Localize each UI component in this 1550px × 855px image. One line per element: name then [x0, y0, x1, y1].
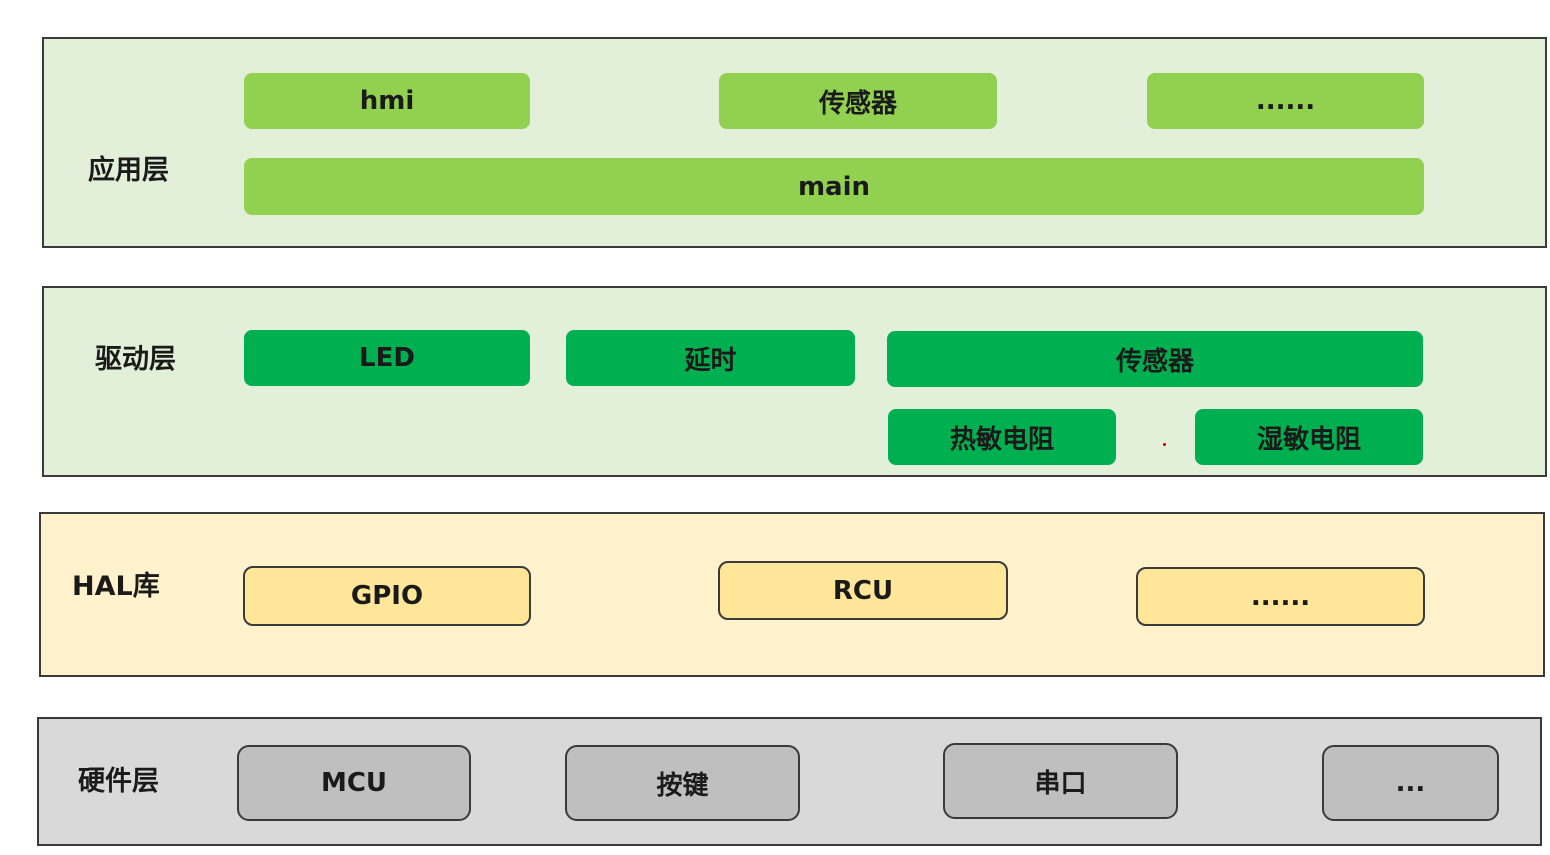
hal-box-gpio: GPIO: [243, 566, 531, 626]
driver-box-humidity-resistor: 湿敏电阻: [1195, 409, 1423, 465]
driver-box-thermistor: 热敏电阻: [888, 409, 1116, 465]
hal-box-rcu: RCU: [718, 561, 1008, 620]
driver-box-sensor: 传感器: [887, 331, 1423, 387]
hal-box-more: ......: [1136, 567, 1425, 626]
app-box-sensor: 传感器: [719, 73, 997, 129]
app-box-main: main: [244, 158, 1424, 215]
application-layer: [42, 37, 1547, 248]
hardware-box-more: ...: [1322, 745, 1499, 821]
hardware-box-keys: 按键: [565, 745, 800, 821]
driver-box-delay: 延时: [566, 330, 855, 386]
hardware-box-mcu: MCU: [237, 745, 471, 821]
app-box-hmi: hmi: [244, 73, 530, 129]
driver-box-led: LED: [244, 330, 530, 386]
application-layer-label: 应用层: [88, 155, 169, 186]
app-box-more: ......: [1147, 73, 1424, 129]
driver-layer-label: 驱动层: [95, 344, 176, 375]
hardware-box-serial: 串口: [943, 743, 1178, 819]
red-dot-marker: [1163, 443, 1166, 446]
hardware-layer-label: 硬件层: [78, 766, 159, 797]
hal-layer-label: HAL库: [72, 571, 160, 602]
